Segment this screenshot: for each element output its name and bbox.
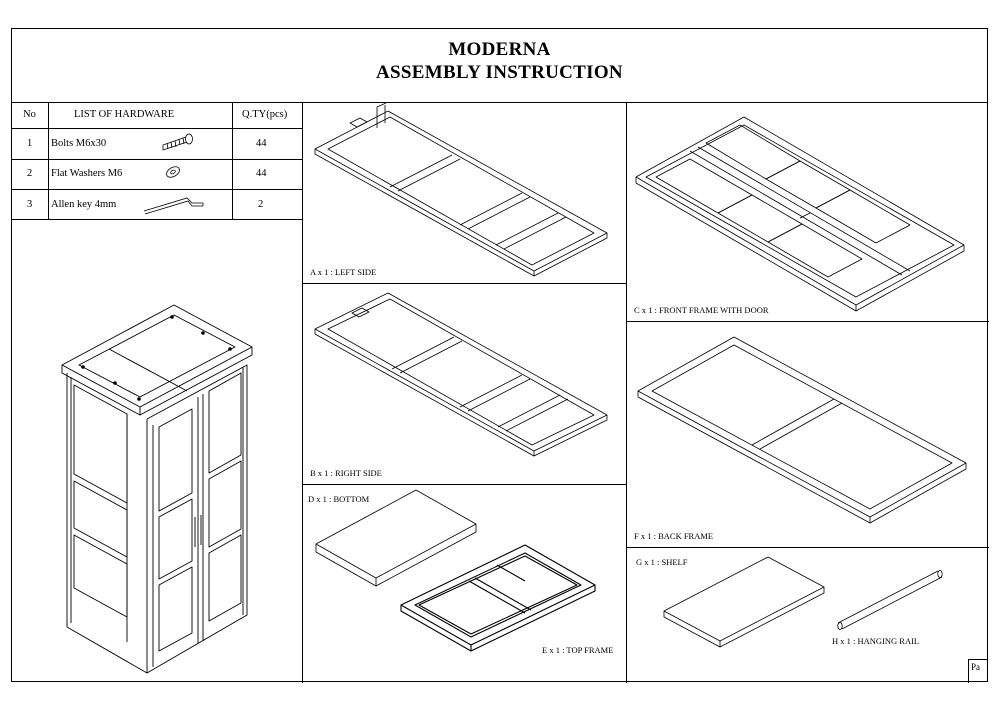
table-cell-no: 2 [27, 168, 33, 179]
table-bottom-rule [12, 219, 302, 220]
table-cell-qty: 44 [256, 138, 267, 149]
panel-divider [302, 484, 626, 485]
part-a-drawing [314, 102, 608, 277]
table-col-rule [232, 102, 233, 219]
panel-divider [302, 283, 626, 284]
part-e-label: E x 1 : TOP FRAME [542, 645, 614, 655]
table-col-rule [48, 102, 49, 219]
part-f-label: F x 1 : BACK FRAME [634, 531, 714, 541]
part-b-label: B x 1 : RIGHT SIDE [310, 468, 382, 478]
part-c-drawing [635, 116, 965, 312]
table-cell-qty: 44 [256, 168, 267, 179]
bolt-icon [162, 133, 193, 151]
table-header-rule [12, 128, 302, 129]
table-header-no: No [23, 109, 36, 120]
allen-key-icon [143, 197, 204, 215]
part-h-drawing [837, 570, 943, 630]
panel-divider [626, 321, 989, 322]
table-cell-qty: 2 [258, 199, 264, 210]
column-divider-1 [302, 102, 303, 683]
table-header-hardware: LIST OF HARDWARE [74, 109, 175, 120]
part-c-label: C x 1 : FRONT FRAME WITH DOOR [634, 305, 769, 315]
part-h-label: H x 1 : HANGING RAIL [832, 636, 920, 646]
page-label: Pa [968, 659, 988, 683]
part-g-label: G x 1 : SHELF [636, 557, 688, 567]
table-cell-no: 1 [27, 138, 33, 149]
table-cell-name: Allen key 4mm [51, 199, 117, 210]
instruction-sheet: MODERNA ASSEMBLY INSTRUCTION No LIST OF … [11, 28, 989, 683]
table-cell-name: Flat Washers M6 [51, 168, 123, 179]
table-cell-no: 3 [27, 199, 33, 210]
panel-divider [626, 547, 989, 548]
product-title: MODERNA [448, 39, 551, 60]
table-cell-name: Bolts M6x30 [51, 138, 107, 149]
part-d-drawing [315, 489, 477, 587]
sheet-header: MODERNA ASSEMBLY INSTRUCTION [12, 29, 987, 103]
part-a-label: A x 1 : LEFT SIDE [310, 267, 377, 277]
table-header-qty: Q.TY(pcs) [242, 109, 288, 120]
table-row-rule [12, 159, 302, 160]
part-b-drawing [314, 292, 608, 457]
sheet-subtitle: ASSEMBLY INSTRUCTION [376, 62, 623, 83]
part-d-label: D x 1 : BOTTOM [308, 494, 370, 504]
wardrobe-illustration [61, 304, 253, 674]
part-e-drawing [400, 544, 596, 652]
part-g-drawing [663, 556, 825, 648]
column-divider-2 [626, 102, 627, 683]
table-row-rule [12, 189, 302, 190]
washer-icon [166, 166, 180, 178]
part-f-drawing [637, 336, 967, 524]
